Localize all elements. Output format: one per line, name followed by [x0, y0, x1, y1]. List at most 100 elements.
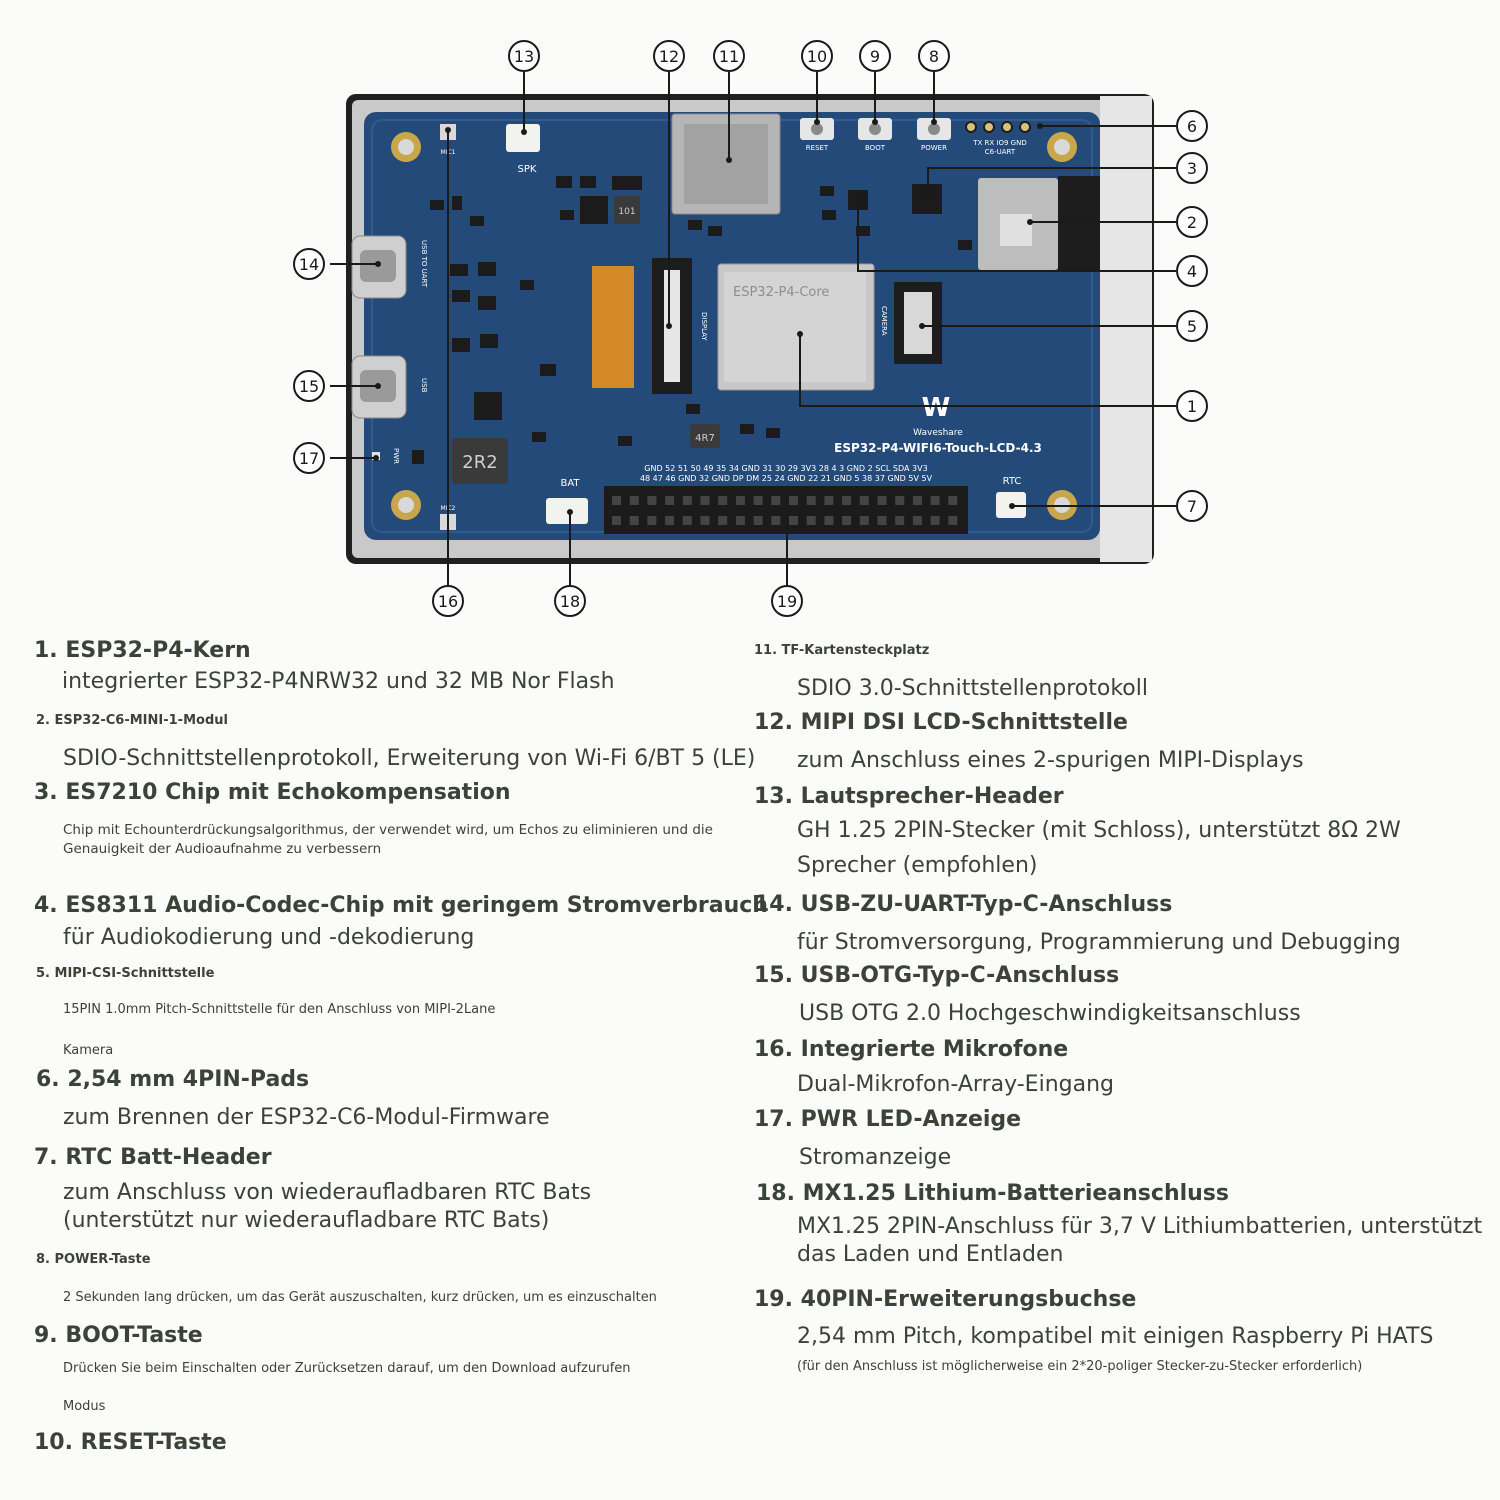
header-pin — [930, 496, 940, 505]
header-pin — [912, 516, 922, 525]
item-4-title: 4. ES8311 Audio-Codec-Chip mit geringem … — [34, 893, 768, 918]
waveshare-logo-mark: W — [922, 393, 951, 423]
item-11-desc: SDIO 3.0-Schnittstellenprotokoll — [797, 676, 1148, 701]
item-13-title: 13. Lautsprecher-Header — [754, 784, 1064, 809]
svg-text:9: 9 — [870, 47, 880, 66]
leader-lines — [330, 72, 1176, 586]
header-pin — [629, 516, 639, 525]
header-pin — [789, 516, 798, 525]
pmic-chip — [474, 392, 502, 420]
header-pin — [789, 496, 798, 505]
header-pin — [682, 496, 692, 505]
silk-model: ESP32-P4-WIFI6-Touch-LCD-4.3 — [834, 441, 1042, 455]
svg-text:18: 18 — [560, 592, 580, 611]
silk-c6-uart: C6-UART — [985, 148, 1016, 156]
power-button — [917, 118, 951, 140]
lcd-edge — [1100, 96, 1152, 562]
item-7-desc-line2: (unterstützt nur wiederaufladbare RTC Ba… — [63, 1208, 550, 1233]
silk-power: POWER — [921, 144, 947, 152]
callout-17: 17 — [293, 442, 325, 474]
inductor-2r2 — [452, 438, 508, 484]
item-3-title: 3. ES7210 Chip mit Echokompensation — [34, 780, 511, 805]
svg-text:7: 7 — [1187, 497, 1197, 516]
item-11-title: 11. TF-Kartensteckplatz — [754, 643, 930, 658]
inductor-4r7 — [690, 424, 720, 448]
item-5-title: 5. MIPI-CSI-Schnittstelle — [36, 966, 215, 981]
display-ribbon — [592, 266, 634, 388]
header-pin — [718, 516, 728, 525]
callout-10: 10 — [801, 40, 833, 72]
item-15-desc: USB OTG 2.0 Hochgeschwindigkeitsanschlus… — [799, 1001, 1301, 1026]
callout-markers: 13 12 11 10 9 8 6 3 2 4 5 1 14 15 17 7 1… — [293, 40, 1208, 617]
header-pin — [930, 516, 940, 525]
item-16-title: 16. Integrierte Mikrofone — [754, 1037, 1069, 1062]
silk-pins-bottom: 48 47 46 GND 32 GND DP DM 25 24 GND 22 2… — [640, 474, 933, 483]
silk-2r2: 2R2 — [462, 452, 497, 473]
item-6-title: 6. 2,54 mm 4PIN-Pads — [36, 1067, 310, 1092]
silk-reset: RESET — [806, 144, 829, 152]
item-7-desc-line1: zum Anschluss von wiederaufladbaren RTC … — [63, 1180, 592, 1205]
item-9-desc-line1: Drücken Sie beim Einschalten oder Zurück… — [63, 1361, 631, 1376]
callout-4: 4 — [1176, 255, 1208, 287]
silk-rtc: RTC — [1003, 476, 1022, 487]
item-4-desc: für Audiokodierung und -dekodierung — [63, 925, 475, 950]
callout-2: 2 — [1176, 206, 1208, 238]
callout-19: 19 — [771, 585, 803, 617]
silk-4r7: 4R7 — [695, 433, 715, 444]
header-pin — [700, 516, 710, 525]
callout-16: 16 — [432, 585, 464, 617]
callout-8: 8 — [918, 40, 950, 72]
header-pin — [824, 496, 834, 505]
battery-connector — [546, 498, 588, 524]
item-19-title: 19. 40PIN-Erweiterungsbuchse — [754, 1287, 1137, 1312]
silk-display: DISPLAY — [700, 312, 708, 341]
speaker-header — [506, 124, 540, 152]
svg-text:17: 17 — [299, 449, 319, 468]
item-18-desc-line2: das Laden und Entladen — [797, 1242, 1064, 1267]
callout-15: 15 — [293, 370, 325, 402]
header-pin — [895, 516, 905, 525]
item-12-desc: zum Anschluss eines 2-spurigen MIPI-Disp… — [797, 748, 1304, 773]
callout-12: 12 — [653, 40, 685, 72]
item-14-desc: für Stromversorgung, Programmierung und … — [797, 930, 1401, 955]
silk-pwr: PWR — [392, 448, 400, 464]
item-6-desc: zum Brennen der ESP32-C6-Modul-Firmware — [63, 1105, 550, 1130]
silk-usb: USB — [420, 378, 428, 393]
silk-camera: CAMERA — [880, 306, 888, 336]
svg-text:19: 19 — [777, 592, 797, 611]
header-pin — [842, 496, 852, 505]
header-pin — [912, 496, 922, 505]
header-pin — [665, 496, 675, 505]
callout-5: 5 — [1176, 310, 1208, 342]
c6-uart-pads — [965, 121, 1031, 133]
header-pin — [948, 516, 958, 525]
item-1-title: 1. ESP32-P4-Kern — [34, 638, 251, 663]
boot-button — [858, 118, 892, 140]
header-pin — [753, 496, 763, 505]
header-pin — [647, 516, 657, 525]
svg-text:14: 14 — [299, 255, 319, 274]
header-pin — [682, 516, 692, 525]
callout-18: 18 — [554, 585, 586, 617]
header-pin — [877, 516, 887, 525]
header-pin — [700, 496, 710, 505]
header-pin — [647, 496, 657, 505]
callout-3: 3 — [1176, 152, 1208, 184]
callout-11: 11 — [713, 40, 745, 72]
svg-text:8: 8 — [929, 47, 939, 66]
svg-text:15: 15 — [299, 377, 319, 396]
item-7-title: 7. RTC Batt-Header — [34, 1145, 272, 1170]
item-10-title: 10. RESET-Taste — [34, 1430, 227, 1455]
silk-101: 101 — [618, 207, 635, 217]
header-pin — [859, 496, 869, 505]
svg-text:11: 11 — [719, 47, 739, 66]
item-5-desc-line2: Kamera — [63, 1043, 114, 1058]
leader-dots — [373, 119, 1043, 515]
item-16-desc: Dual-Mikrofon-Array-Eingang — [797, 1072, 1114, 1097]
header-pin — [735, 496, 745, 505]
header-pin — [806, 496, 816, 505]
item-17-desc: Stromanzeige — [799, 1145, 952, 1170]
item-13-desc-line1: GH 1.25 2PIN-Stecker (mit Schloss), unte… — [797, 818, 1401, 843]
svg-text:1: 1 — [1187, 397, 1197, 416]
item-19-desc-line1: 2,54 mm Pitch, kompatibel mit einigen Ra… — [797, 1324, 1434, 1349]
